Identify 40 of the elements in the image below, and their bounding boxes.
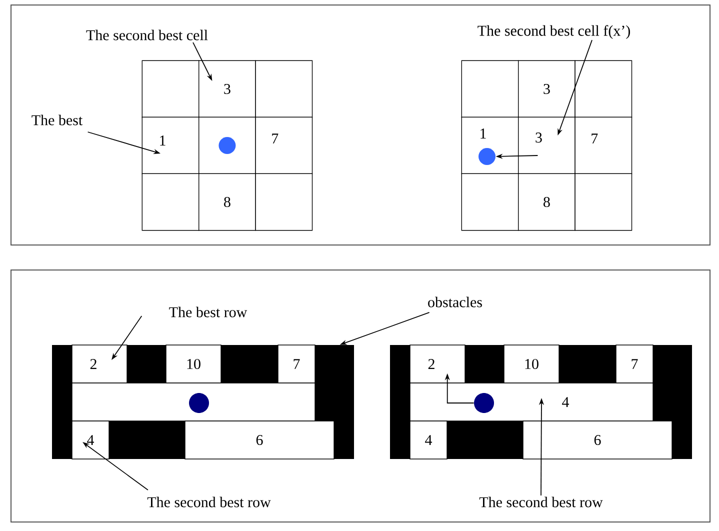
obstacle-block: [315, 345, 354, 421]
grid-cell: 10: [166, 344, 222, 384]
grid-cell: 7: [616, 344, 654, 384]
grid-cell: 7: [278, 344, 316, 384]
grid-cell: 7: [574, 116, 632, 174]
grid-cell: 8: [198, 173, 256, 231]
dot-marker: [478, 148, 496, 165]
dot-marker: [189, 393, 209, 413]
grid-cell: [142, 173, 200, 231]
dot-marker: [474, 393, 494, 413]
grid-cell: 3: [518, 116, 576, 174]
annotation-text: The second best row: [479, 496, 603, 508]
grid-cell: 3: [518, 60, 576, 118]
dot-marker: [218, 137, 236, 154]
annotation-text: The best row: [169, 306, 248, 318]
grid-cell: 4: [72, 420, 110, 460]
annotation-text: obstacles: [428, 296, 482, 308]
grid-cell: 8: [518, 173, 576, 231]
grid-cell: 3: [198, 60, 256, 118]
grid-cell: [255, 173, 313, 231]
grid-cell: 1: [461, 116, 519, 174]
grid-cell: 2: [410, 344, 466, 384]
annotation-text: The second best row: [147, 496, 271, 508]
grid-cell: 7: [255, 116, 313, 174]
grid-cell: [574, 60, 632, 118]
grid-cell: 2: [72, 344, 128, 384]
grid-cell: 6: [184, 420, 334, 460]
annotation-text: The second best cell: [86, 30, 208, 40]
grid-cell: 1: [142, 116, 200, 174]
grid-cell: [461, 173, 519, 231]
annotation-text: The best: [32, 114, 83, 126]
grid-cell: 6: [522, 420, 672, 460]
grid-cell: [574, 173, 632, 231]
grid-cell: [461, 60, 519, 118]
annotation-text: The second best cell f(x’): [478, 25, 630, 39]
grid-cell: [255, 60, 313, 118]
grid-cell: 4: [410, 420, 448, 460]
grid-cell: [198, 116, 256, 174]
grid-cell: [142, 60, 200, 118]
grid-cell: 10: [504, 344, 560, 384]
